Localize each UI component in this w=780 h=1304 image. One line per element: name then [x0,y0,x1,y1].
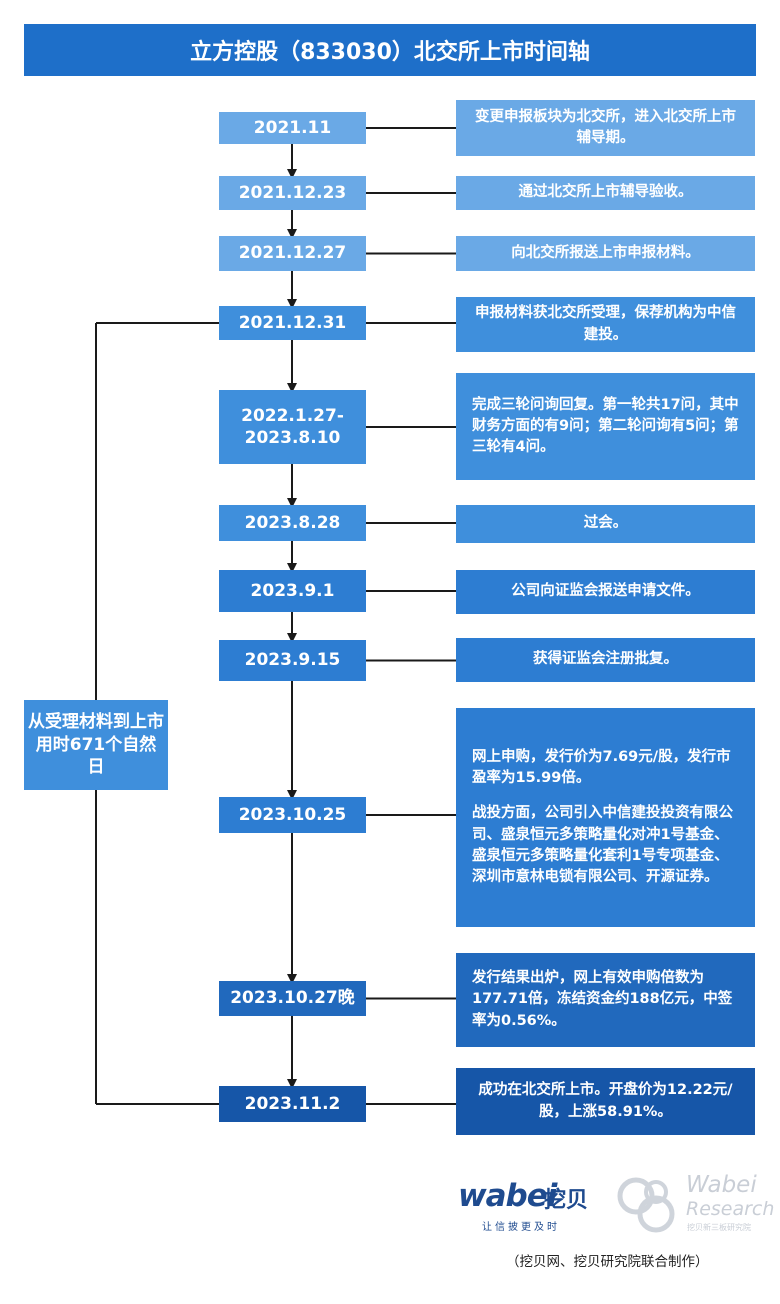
wabei-tagline: 让信披更及时 [482,1222,560,1233]
date-box-9: 2023.10.25 [219,797,366,833]
event-box-11: 成功在北交所上市。开盘价为12.22元/股，上涨58.91%。 [456,1068,755,1135]
event-text: 过会。 [583,515,628,532]
event-text: 发行结果出炉，网上有效申购倍数为177.71倍，冻结资金约188亿元，中签率为0… [472,970,733,1029]
date-box-10: 2023.10.27晚 [219,981,366,1016]
event-box-10: 发行结果出炉，网上有效申购倍数为177.71倍，冻结资金约188亿元，中签率为0… [456,953,755,1047]
event-text: 获得证监会注册批复。 [533,651,678,668]
date-box-7: 2023.9.1 [219,570,366,612]
research-logo-cn: 挖贝新三板研究院 [687,1223,751,1232]
date-label: 2022.1.27- 2023.8.10 [241,405,344,448]
date-label: 2023.10.27晚 [230,988,355,1009]
event-text: 完成三轮问询回复。第一轮共17问，其中财务方面的有9问；第二轮问询有5问；第三轮… [472,396,739,455]
date-label: 2023.9.1 [250,580,335,601]
page-title: 立方控股（833030）北交所上市时间轴 [24,24,756,76]
date-label: 2021.11 [253,117,332,138]
research-logo-word: Wabei [686,1172,757,1198]
event-box-4: 申报材料获北交所受理，保荐机构为中信建投。 [456,297,755,352]
summary-box: 从受理材料到上市用时671个自然日 [24,700,168,790]
event-box-6: 过会。 [456,505,755,543]
event-box-7: 公司向证监会报送申请文件。 [456,570,755,614]
event-text: 向北交所报送上市申报材料。 [511,244,700,261]
date-box-3: 2021.12.27 [219,236,366,271]
event-box-3: 向北交所报送上市申报材料。 [456,236,755,271]
event-text: 申报材料获北交所受理，保荐机构为中信建投。 [475,305,736,343]
date-label: 2021.12.27 [238,243,347,264]
event-text: 网上申购，发行价为7.69元/股，发行市盈率为15.99倍。 [472,749,731,787]
event-box-1: 变更申报板块为北交所，进入北交所上市辅导期。 [456,100,755,156]
wabei-logo-word: wabei [458,1178,557,1214]
event-text: 公司向证监会报送申请文件。 [511,583,700,600]
date-box-11: 2023.11.2 [219,1086,366,1122]
date-box-4: 2021.12.31 [219,306,366,340]
event-box-5: 完成三轮问询回复。第一轮共17问，其中财务方面的有9问；第二轮问询有5问；第三轮… [456,373,755,480]
date-label: 2021.12.31 [238,312,347,333]
event-text: 成功在北交所上市。开盘价为12.22元/股，上涨58.91%。 [478,1082,733,1120]
date-box-5: 2022.1.27- 2023.8.10 [219,390,366,464]
date-label: 2023.10.25 [238,804,347,825]
date-box-6: 2023.8.28 [219,505,366,541]
date-box-2: 2021.12.23 [219,176,366,210]
date-label: 2023.11.2 [244,1093,341,1114]
date-box-1: 2021.11 [219,112,366,144]
date-box-8: 2023.9.15 [219,640,366,681]
date-label: 2023.8.28 [244,512,341,533]
event-text: 变更申报板块为北交所，进入北交所上市辅导期。 [475,108,736,146]
wabei-research-logo-icon [617,1177,675,1233]
event-box-8: 获得证监会注册批复。 [456,638,755,682]
date-label: 2023.9.15 [244,650,341,671]
credit-text: （挖贝网、挖贝研究院联合制作） [506,1254,709,1270]
logo-area: wabei 挖贝 让信披更及时 Wabei Research 挖贝新三板研究院 [450,1170,774,1240]
event-box-2: 通过北交所上市辅导验收。 [456,176,755,210]
event-text: 通过北交所上市辅导验收。 [518,184,693,201]
event-box-9: 网上申购，发行价为7.69元/股，发行市盈率为15.99倍。战投方面，公司引入中… [456,708,755,927]
date-label: 2021.12.23 [238,182,347,203]
event-text: 战投方面，公司引入中信建投投资有限公司、盛泉恒元多策略量化对冲1号基金、盛泉恒元… [472,805,733,885]
wabei-logo-cn: 挖贝 [544,1188,589,1213]
research-logo-word2: Research [686,1198,775,1220]
